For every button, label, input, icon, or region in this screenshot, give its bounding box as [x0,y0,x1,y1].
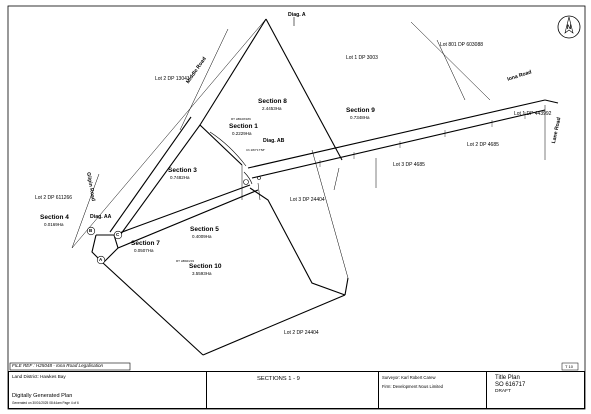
diag-aa-label: Diag. AA [90,214,112,220]
firm: Firm: Development Nous Limited [382,384,443,389]
arc-label: Ch 283°17'58" [246,148,266,152]
plan-type: Title Plan [495,375,520,381]
section-area: 0.2229Ha [232,131,252,136]
rt-label: RT HB108/189 [231,117,251,121]
point-c-label: C [116,232,120,237]
title-block: Land District: Hawkes Bay Digitally Gene… [8,371,585,409]
generated-label: Digitally Generated Plan [12,393,73,399]
section-area: 0.4009Ha [192,234,212,239]
land-district: Land District: Hawkes Bay [12,374,66,379]
section-area: 0.0507Ha [134,248,154,253]
north-arrow-icon [557,15,581,39]
section-area: 2.4453Ha [262,106,282,111]
sheet-number: T 10 [565,363,573,369]
section-name: Section 4 [40,214,69,221]
section-area: 0.0169Ha [44,222,64,227]
sheet-border [7,5,586,410]
section-name: Section 1 [229,123,258,130]
rt-label: RT HB92/233 [176,259,195,263]
sheet-number-box [561,362,579,371]
surveyor: Surveyor: Karl Robert Carew [382,375,436,380]
file-reference: FILE REF : H25048 - Iona Road Legalisati… [12,363,104,368]
title-block-right: Title Plan SO 616717 DRAFT [487,372,584,408]
diag-a-label: Diag. A [288,12,306,18]
lot-label: Lot 3 DP 4685 [393,162,425,168]
section-name: Section 8 [258,98,287,105]
section-name: Section 9 [346,107,375,114]
section-area: 0.7348Ha [350,115,370,120]
plan-number: SO 616717 [495,382,526,388]
section-name: Section 5 [190,226,219,233]
section-area: 3.5593Ha [192,271,212,276]
lot-label: Lot 2 DP 13041 [155,76,190,82]
plan-status: DRAFT [495,389,511,394]
generated-date: Generated on 30/01/2025 08:44am Page 4 o… [12,401,79,405]
lot-label: Lot 1 DP 443992 [514,111,552,117]
lot-label: Lot 2 DP 4685 [467,142,499,148]
lot-label: Lot 2 DP 611266 [35,195,73,201]
lot-label: Lot 3 DP 24404 [290,197,325,203]
north-letter: N [567,25,571,31]
section-area: 0.7482Ha [170,175,190,180]
section-boundaries [91,18,559,356]
diag-ab-label: Diag. AB [263,138,285,144]
lot-label: Lot 2 DP 24404 [284,330,319,336]
title-block-surveyor: Surveyor: Karl Robert Carew Firm: Develo… [379,372,487,408]
lot-boundaries [71,18,546,279]
section-name: Section 10 [189,263,222,270]
point-a-label: A [99,257,103,262]
lot-label: Lot 1 DP 3003 [346,55,378,61]
sections-title: SECTIONS 1 - 9 [257,376,300,382]
file-ref-box [9,362,131,371]
lot-label: Lot 801 DP 603088 [440,42,484,48]
title-block-left: Land District: Hawkes Bay Digitally Gene… [9,372,207,408]
point-b-label: B [89,228,93,233]
section-name: Section 7 [131,240,160,247]
title-block-center: SECTIONS 1 - 9 [207,372,379,408]
section-name: Section 3 [168,167,197,174]
